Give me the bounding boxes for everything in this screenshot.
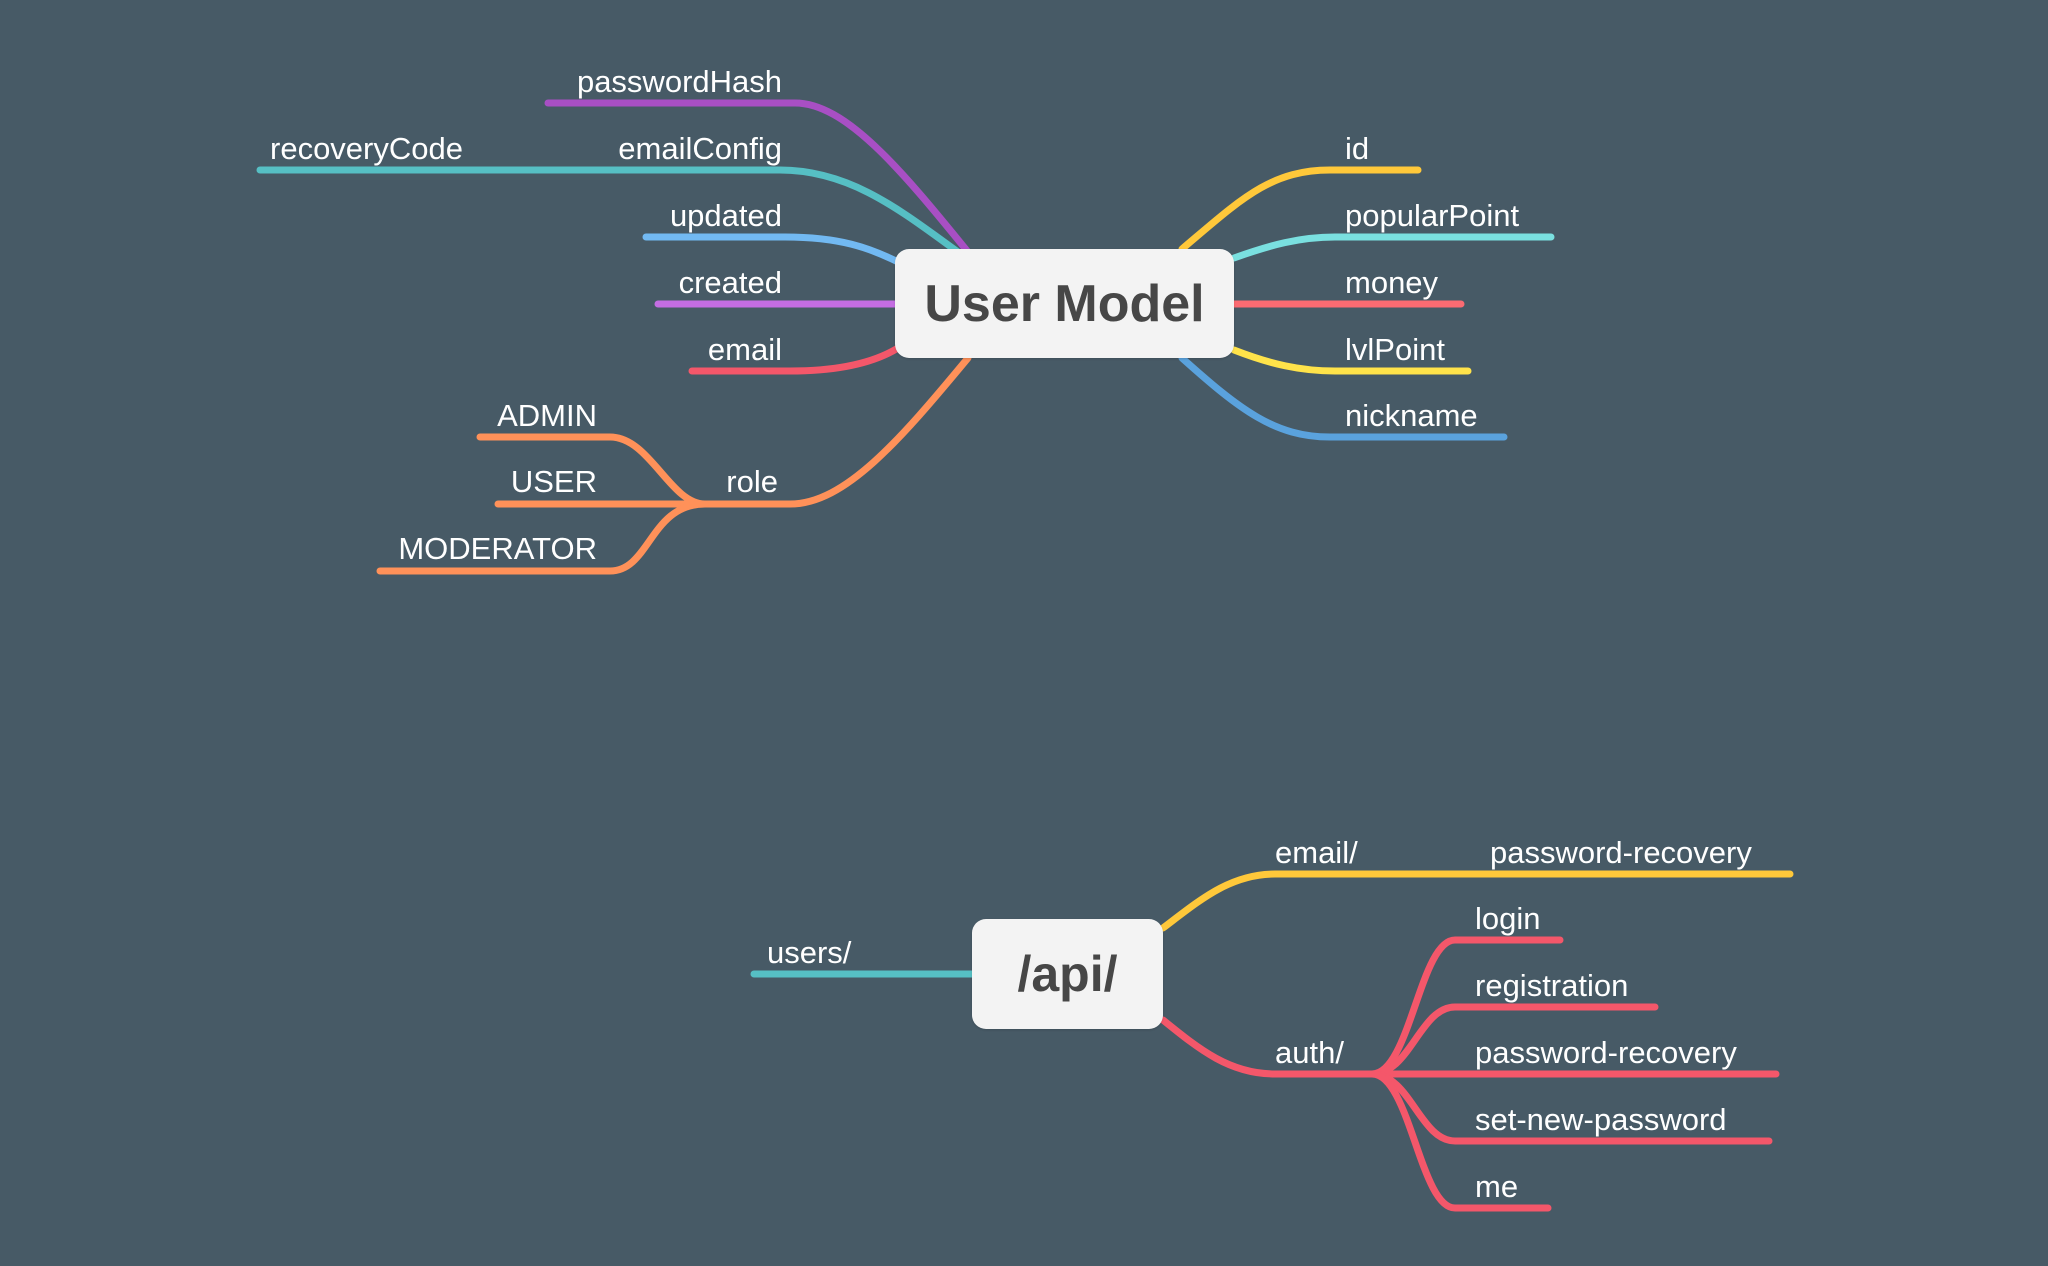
branch-email[interactable]: email (688, 332, 902, 375)
branch-auth[interactable]: auth/ login registration password-recove… (1159, 901, 1780, 1212)
node-label: nickname (1345, 398, 1478, 433)
connector-line (1178, 354, 1508, 441)
connector-line (642, 233, 902, 266)
connector-line (1368, 1070, 1552, 1212)
connector-line (1230, 346, 1472, 375)
node-label: email (708, 332, 782, 367)
child-node-label[interactable]: password-recovery (1475, 1035, 1737, 1070)
child-node-label[interactable]: ADMIN (497, 398, 597, 433)
connector-line (701, 354, 972, 508)
connector-line (1230, 233, 1555, 262)
child-node-label[interactable]: USER (511, 464, 597, 499)
connector-line (256, 166, 962, 256)
branch-emailConfig[interactable]: emailConfig recoveryCode (256, 131, 962, 256)
node-label: updated (670, 198, 782, 233)
node-label: role (726, 464, 778, 499)
branch-id[interactable]: id (1178, 131, 1422, 253)
node-label: popularPoint (1345, 198, 1519, 233)
node-label: created (679, 265, 782, 300)
connector-line (1178, 166, 1422, 253)
node-label: auth/ (1275, 1035, 1344, 1070)
branch-updated[interactable]: updated (642, 198, 902, 266)
connector-line (1159, 1016, 1376, 1078)
connector-line (1159, 870, 1794, 932)
branch-role[interactable]: role ADMIN USER MODERATOR (376, 354, 972, 575)
root-node-user-model[interactable]: User Model (895, 249, 1234, 358)
connector-line (688, 344, 902, 375)
branch-passwordHash[interactable]: passwordHash (544, 64, 972, 256)
branch-popularPoint[interactable]: popularPoint (1230, 198, 1555, 262)
node-label: id (1345, 131, 1369, 166)
branch-email-route[interactable]: email/ password-recovery (1159, 835, 1794, 932)
child-node-label[interactable]: me (1475, 1169, 1518, 1204)
connector-line (544, 99, 972, 256)
node-label: passwordHash (577, 64, 782, 99)
child-node-label[interactable]: login (1475, 901, 1541, 936)
node-label: emailConfig (618, 131, 782, 166)
child-node-label[interactable]: password-recovery (1490, 835, 1752, 870)
node-label: lvlPoint (1345, 332, 1445, 367)
child-node-label[interactable]: MODERATOR (398, 531, 597, 566)
node-label: users/ (767, 935, 852, 970)
connector-line (376, 500, 709, 575)
node-label: money (1345, 265, 1439, 300)
branch-money[interactable]: money (1230, 265, 1465, 308)
child-node-label[interactable]: set-new-password (1475, 1102, 1727, 1137)
child-node-label[interactable]: recoveryCode (270, 131, 463, 166)
branch-users[interactable]: users/ (750, 935, 976, 978)
child-node-label[interactable]: registration (1475, 968, 1628, 1003)
branch-lvlPoint[interactable]: lvlPoint (1230, 332, 1472, 375)
node-label: email/ (1275, 835, 1358, 870)
branch-nickname[interactable]: nickname (1178, 354, 1508, 441)
branch-created[interactable]: created (654, 265, 900, 308)
root-node-api[interactable]: /api/ (972, 919, 1163, 1029)
